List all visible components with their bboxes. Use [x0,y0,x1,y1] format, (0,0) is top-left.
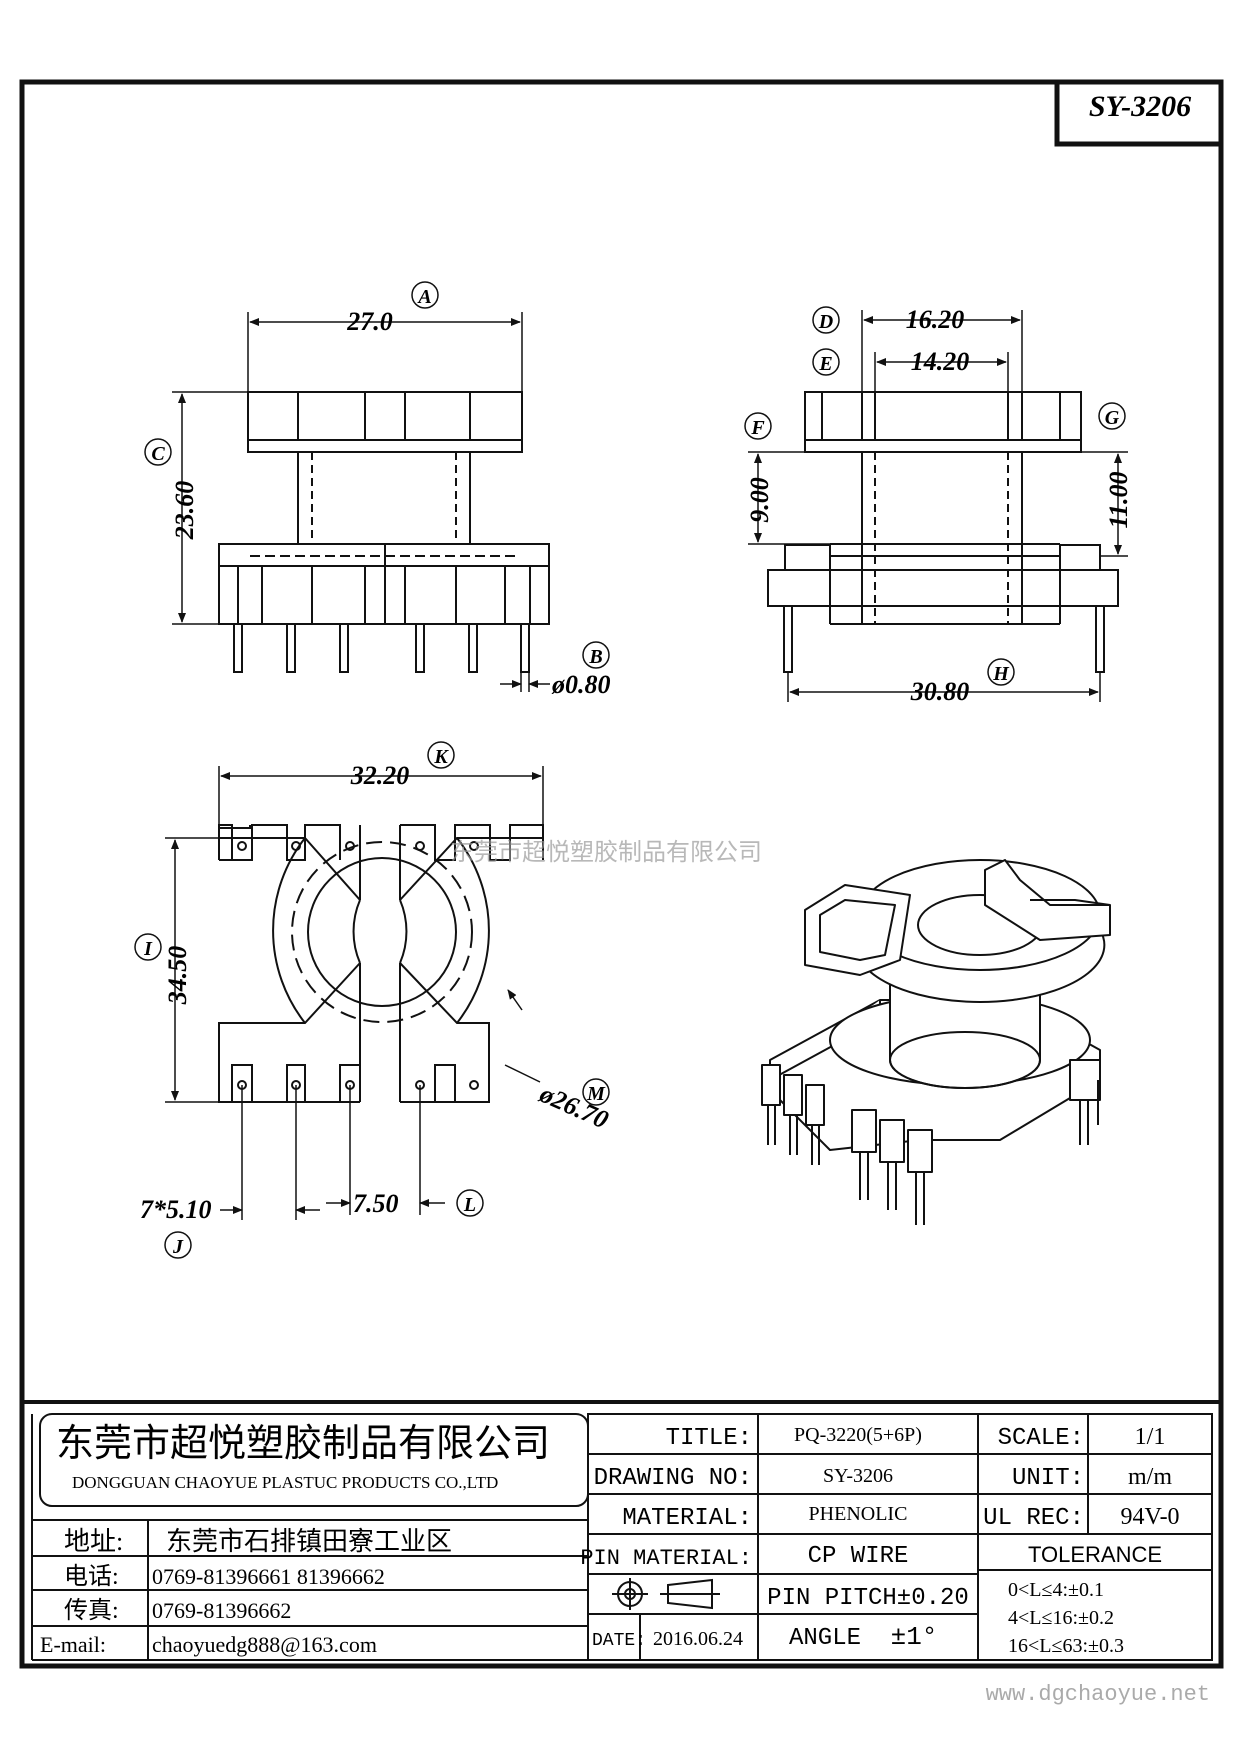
balloon-B [582,641,610,669]
unit-label: UNIT: [1012,1465,1084,1492]
dim-A-value: 27.0 [346,307,393,336]
company-name-en: DONGGUAN CHAOYUE PLASTUC PRODUCTS CO.,LT… [72,1473,498,1492]
balloon-M [582,1078,610,1106]
tolerance-row-3: 16<L≤63:±0.3 [1008,1635,1124,1657]
angle-label: ANGLE [789,1625,861,1652]
balloon-I [134,933,162,961]
website: www.dgchaoyue.net [986,1682,1210,1707]
balloon-F [744,412,772,440]
watermark: 东莞市超悦塑胶制品有限公司 [450,839,762,866]
material-value: PHENOLIC [809,1503,908,1525]
drawing-no-label: DRAWING NO: [594,1465,752,1492]
balloon-F-letter: F [750,417,765,439]
email-label: E-mail: [40,1632,106,1657]
balloon-L [456,1189,484,1217]
phone-value: 0769-81396661 81396662 [152,1564,385,1589]
balloon-A [411,281,439,309]
dim-I [165,837,219,1103]
balloon-C-letter: C [151,443,165,465]
balloon-B-letter: B [588,646,602,668]
dim-L-value: 7.50 [353,1189,399,1218]
front-view [218,391,550,673]
dim-K [218,766,544,825]
balloon-K-letter: K [433,746,449,768]
fax-label: 传真: [64,1597,119,1624]
dim-F [748,451,830,545]
balloon-G [1098,402,1126,430]
company-name-cn: 东莞市超悦塑胶制品有限公司 [56,1423,550,1465]
isometric-view [761,859,1111,1225]
tolerance-row-2: 4<L≤16:±0.2 [1008,1607,1114,1629]
address-label: 地址: [64,1527,123,1556]
tolerance-row-1: 0<L≤4:±0.1 [1008,1579,1104,1601]
phone-label: 电话: [64,1563,119,1590]
dim-I-value: 34.50 [163,946,192,1006]
dim-C-value: 23.60 [170,481,199,541]
title-label: TITLE: [666,1425,752,1452]
balloon-J-letter: J [172,1236,184,1258]
balloon-L-letter: L [463,1194,476,1216]
balloon-M-letter: M [586,1083,606,1105]
balloon-E-letter: E [818,353,832,375]
dim-J-value: 7*5.10 [140,1195,212,1224]
top-view [218,824,544,1103]
projection-symbol-icon [612,1578,720,1610]
dim-H [787,672,1101,702]
dim-B-value: ø0.80 [551,670,611,699]
part-code: SY-3206 [1089,90,1191,123]
angle-value: ±1° [891,1622,938,1652]
unit-value: m/m [1128,1464,1172,1490]
fax-value: 0769-81396662 [152,1598,291,1623]
dim-A [247,312,523,392]
date-label: DATE: [592,1631,646,1651]
balloon-K [427,741,455,769]
balloon-I-letter: I [143,938,153,960]
title-block [20,1400,1223,1668]
dim-H-value: 30.80 [910,677,970,706]
balloon-D-letter: D [818,311,833,333]
scale-value: 1/1 [1135,1424,1166,1450]
dim-K-value: 32.20 [350,761,410,790]
balloon-G-letter: G [1105,407,1120,429]
part-code-box: SY-3206 [1054,79,1224,147]
dim-C [172,391,248,625]
dim-E [874,352,1009,392]
dim-D-value: 16.20 [906,305,965,334]
ul-rec-label: UL REC: [983,1505,1084,1532]
tolerance-label: TOLERANCE [1028,1542,1162,1567]
scale-label: SCALE: [998,1425,1084,1452]
pin-material-value: CP WIRE [808,1543,909,1570]
balloon-D [812,306,840,334]
pin-material-label: PIN MATERIAL: [580,1546,752,1571]
address-value: 东莞市石排镇田寮工业区 [166,1527,452,1556]
dim-E-value: 14.20 [911,347,970,376]
drawing-no-value: SY-3206 [823,1465,893,1487]
balloon-H-letter: H [992,663,1010,685]
material-label: MATERIAL: [622,1505,752,1532]
dim-B [500,672,550,692]
balloon-J [164,1231,192,1259]
pin-pitch: PIN PITCH±0.20 [767,1585,969,1612]
dim-G-value: 11.00 [1104,471,1133,528]
email-value: chaoyuedg888@163.com [152,1632,377,1657]
dim-J [220,1085,320,1220]
dim-G [1081,451,1128,557]
balloon-A-letter: A [416,286,431,308]
dim-F-value: 9.00 [745,477,774,523]
date-value: 2016.06.24 [653,1628,743,1650]
dim-M [504,989,541,1083]
balloon-E [812,348,840,376]
side-view [767,391,1119,673]
balloon-C [144,438,172,466]
balloon-H [987,658,1015,686]
dim-D [861,310,1023,392]
title-value: PQ-3220(5+6P) [794,1424,922,1446]
dim-L [326,1085,445,1215]
ul-rec-value: 94V-0 [1120,1504,1179,1530]
